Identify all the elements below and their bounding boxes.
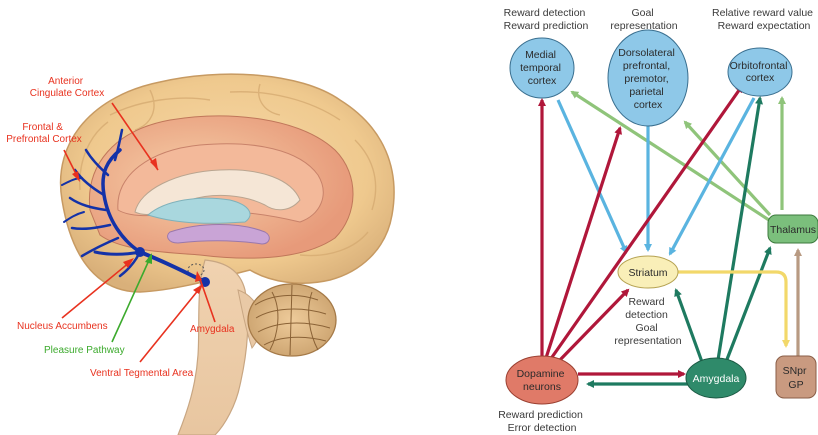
svg-text:Dopamine neurons: Dopamine neurons [517, 368, 568, 393]
brain-illustration: Anterior Cingulate Cortex Frontal & Pref… [0, 0, 480, 435]
caption-striatum: Reward detection Goal representation [614, 296, 681, 347]
label-ventral-tegmental: Ventral Tegmental Area [90, 368, 194, 379]
reward-circuit-panel: Medial temporal cortex Dorsolateral pref… [480, 0, 818, 435]
label-anterior-cingulate: Anterior Cingulate Cortex [30, 76, 104, 99]
cerebellum [248, 284, 336, 356]
brain-illustration-panel: Anterior Cingulate Cortex Frontal & Pref… [0, 0, 480, 435]
node-thalamus: Thalamus [768, 215, 818, 243]
arrow-amygdala-to-orbitofrontal [718, 98, 760, 360]
label-nucleus-accumbens: Nucleus Accumbens [17, 321, 108, 332]
node-striatum: Striatum [618, 256, 678, 288]
caption-bottom-left: Reward prediction Error detection [498, 409, 586, 434]
node-snpr-gp: SNpr GP [776, 356, 816, 398]
arrow-amygdala-to-striatum [676, 290, 702, 362]
svg-text:Amygdala: Amygdala [693, 373, 740, 385]
arrow-medial-temporal-to-striatum [558, 100, 626, 252]
nucleus-accumbens-dot [135, 247, 145, 257]
node-dopamine-neurons: Dopamine neurons [506, 356, 578, 404]
node-amygdala: Amygdala [686, 358, 746, 398]
node-medial-temporal-cortex: Medial temporal cortex [510, 38, 574, 98]
node-orbitofrontal-cortex: Orbitofrontal cortex [728, 48, 792, 96]
label-frontal-prefrontal: Frontal & Prefrontal Cortex [6, 122, 82, 145]
label-amygdala: Amygdala [190, 324, 235, 335]
caption-top-left: Reward detection Reward prediction [504, 7, 589, 32]
arrow-dopamine-to-dorsolateral [546, 128, 620, 358]
label-pleasure-pathway: Pleasure Pathway [44, 345, 125, 356]
brainstem [178, 260, 248, 435]
reward-circuit-diagram: Medial temporal cortex Dorsolateral pref… [480, 0, 818, 435]
arrow-orbitofrontal-to-striatum [670, 98, 754, 254]
svg-text:Thalamus: Thalamus [770, 224, 816, 236]
caption-top-right: Relative reward value Reward expectation [712, 7, 816, 32]
node-dorsolateral-cortex: Dorsolateral prefrontal, premotor, parie… [608, 30, 688, 126]
caption-top-mid: Goal representation [610, 7, 677, 32]
arrow-striatum-to-snpr [678, 272, 786, 346]
svg-text:Striatum: Striatum [628, 267, 667, 279]
